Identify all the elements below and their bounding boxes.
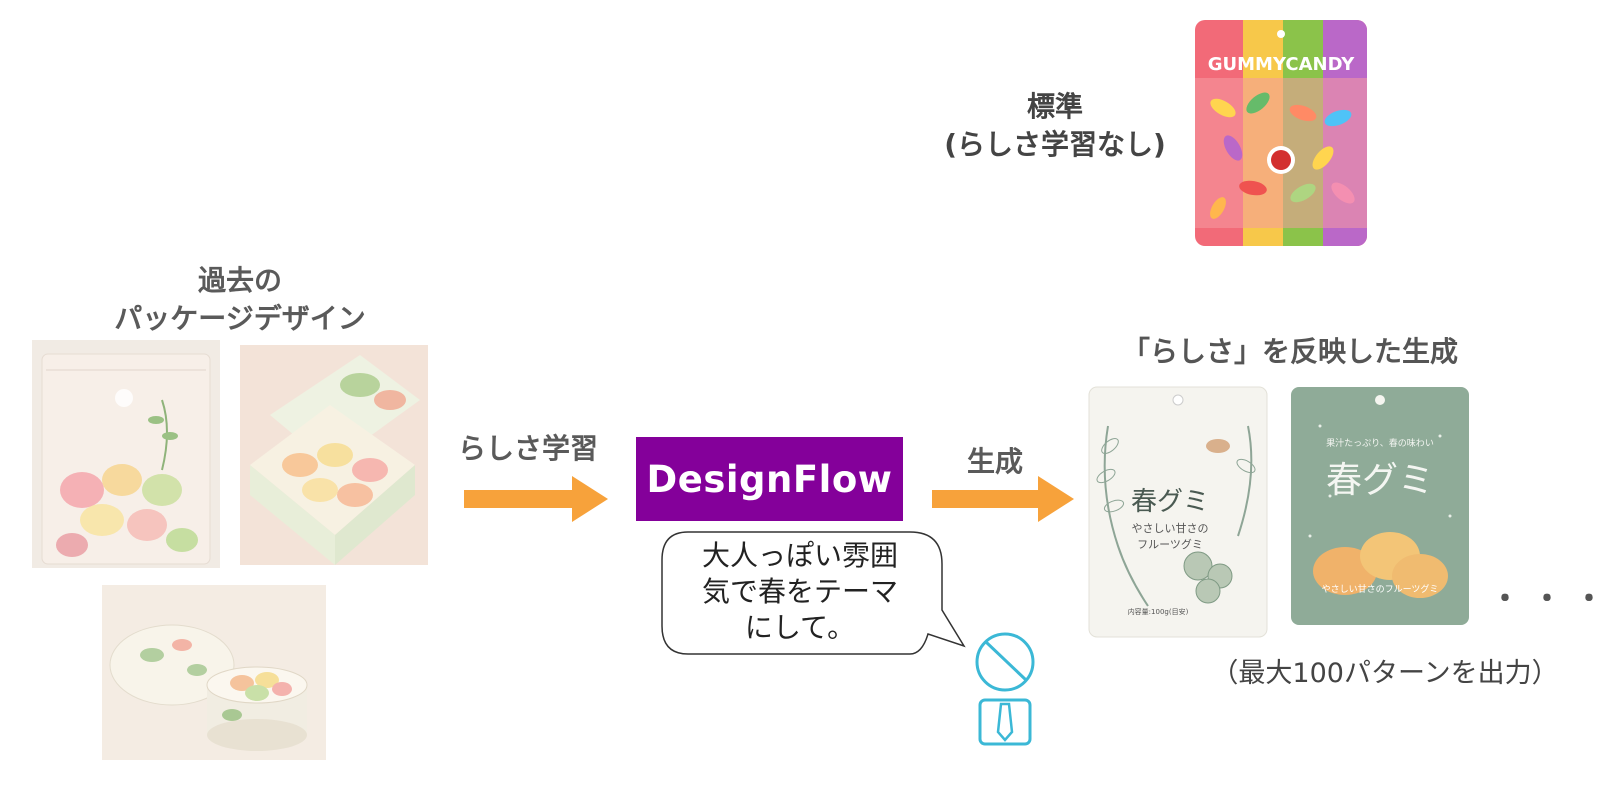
- max-patterns-note: （最大100パターンを出力）: [1211, 658, 1559, 689]
- more-patterns-ellipsis: ・・・: [1490, 582, 1600, 617]
- designflow-engine-box: DesignFlow: [636, 437, 903, 521]
- generate-step-label: 生成: [966, 445, 1023, 478]
- past-design-pouch-image: [32, 340, 220, 568]
- standard-package-image: GUMMYCANDY: [1193, 18, 1369, 252]
- styled-package2-name: 春グミ: [1326, 460, 1434, 501]
- past-designs-title-line1: 過去の: [197, 264, 282, 297]
- styled-package2-tagline: 果汁たっぷり、春の味わい: [1326, 437, 1434, 449]
- styled-package-green: 果汁たっぷり、春の味わい 春グミ やさしい甘さのフルーツグミ: [1290, 386, 1470, 630]
- generate-arrow: [932, 476, 1074, 522]
- styled-output-label: 「らしさ」を反映した生成: [1121, 335, 1458, 368]
- styled-package1-sub2: フルーツグミ: [1137, 537, 1203, 551]
- past-designs-title-line2: パッケージデザイン: [114, 302, 366, 335]
- styled-package1-sub1: やさしい甘さの: [1132, 522, 1209, 535]
- past-design-tin-image: [102, 585, 326, 760]
- prompt-line2: 気で春をテーマ: [701, 575, 898, 608]
- standard-output-label: 標準 (らしさ学習なし): [930, 88, 1180, 164]
- prompt-text: 大人っぽい雰囲 気で春をテーマ にして。: [660, 538, 940, 646]
- prompt-line1: 大人っぽい雰囲: [701, 539, 898, 572]
- standard-label-line1: 標準: [1026, 90, 1083, 123]
- standard-package-brand: GUMMYCANDY: [1208, 54, 1355, 75]
- past-design-box-image: [240, 345, 428, 565]
- learning-arrow: [464, 476, 608, 522]
- user-icon: [972, 632, 1038, 751]
- styled-package1-name: 春グミ: [1131, 487, 1209, 517]
- prompt-speech-bubble: 大人っぽい雰囲 気で春をテーマ にして。: [660, 530, 980, 660]
- prompt-line3: にして。: [744, 611, 856, 644]
- styled-package1-weight: 内容量:100g(目安): [1128, 607, 1189, 616]
- standard-label-line2: (らしさ学習なし): [944, 128, 1166, 161]
- styled-package-white: 春グミ やさしい甘さの フルーツグミ 内容量:100g(目安): [1088, 386, 1268, 642]
- styled-package2-sub: やさしい甘さのフルーツグミ: [1322, 583, 1439, 595]
- learning-step-label: らしさ学習: [457, 432, 598, 465]
- past-designs-title: 過去の パッケージデザイン: [90, 262, 390, 338]
